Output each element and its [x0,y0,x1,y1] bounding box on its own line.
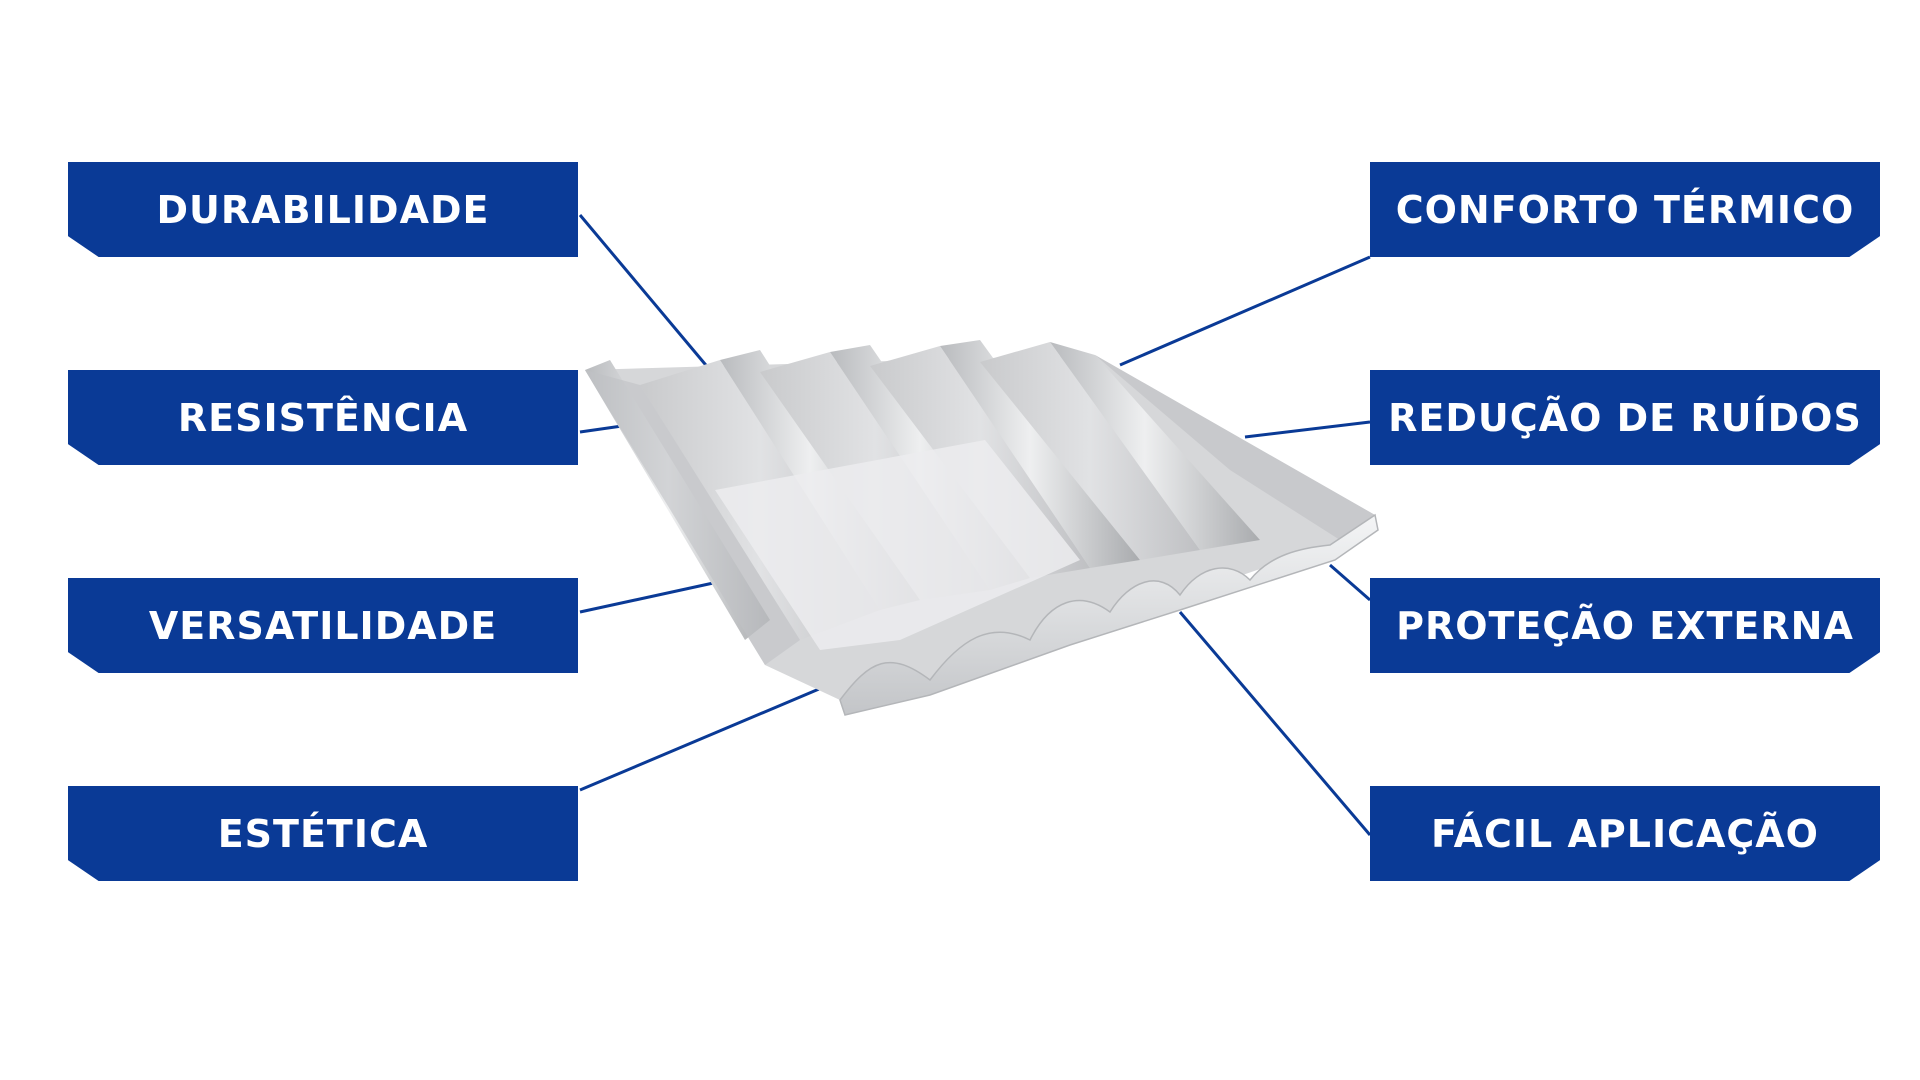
connector-resistencia [579,424,623,434]
feature-label: REDUÇÃO DE RUÍDOS [1388,395,1862,440]
feature-label: PROTEÇÃO EXTERNA [1396,603,1854,648]
tile-sheet [585,340,1379,716]
feature-tag-conforto-termico: CONFORTO TÉRMICO [1370,162,1880,257]
feature-tag-resistencia: RESISTÊNCIA [68,370,578,465]
feature-label: RESISTÊNCIA [177,395,469,440]
connector-facil [1178,611,1372,836]
feature-tag-estetica: ESTÉTICA [68,786,578,881]
connector-lines [578,214,1372,836]
tag-background [1370,786,1880,881]
connector-estetica [579,676,846,792]
connector-reducao [1244,420,1371,439]
tag-background [68,162,578,257]
tag-background [68,578,578,673]
feature-label: DURABILIDADE [156,187,490,232]
feature-label: FÁCIL APLICAÇÃO [1431,811,1819,856]
connector-conforto [1119,255,1371,367]
feature-tag-durabilidade: DURABILIDADE [68,162,578,257]
feature-label: CONFORTO TÉRMICO [1395,187,1855,232]
feature-label: ESTÉTICA [217,811,429,856]
connector-durabilidade [578,214,712,371]
connector-protecao [1329,563,1371,602]
feature-tag-facil-aplicacao: FÁCIL APLICAÇÃO [1370,786,1880,881]
tag-background [68,786,578,881]
tag-background [1370,578,1880,673]
tag-background [68,370,578,465]
feature-tag-reducao-de-ruidos: REDUÇÃO DE RUÍDOS [1370,370,1880,465]
tag-background [1370,162,1880,257]
feature-tag-versatilidade: VERSATILIDADE [68,578,578,673]
feature-label: VERSATILIDADE [148,603,498,648]
feature-tag-protecao-externa: PROTEÇÃO EXTERNA [1370,578,1880,673]
tag-background [1370,370,1880,465]
